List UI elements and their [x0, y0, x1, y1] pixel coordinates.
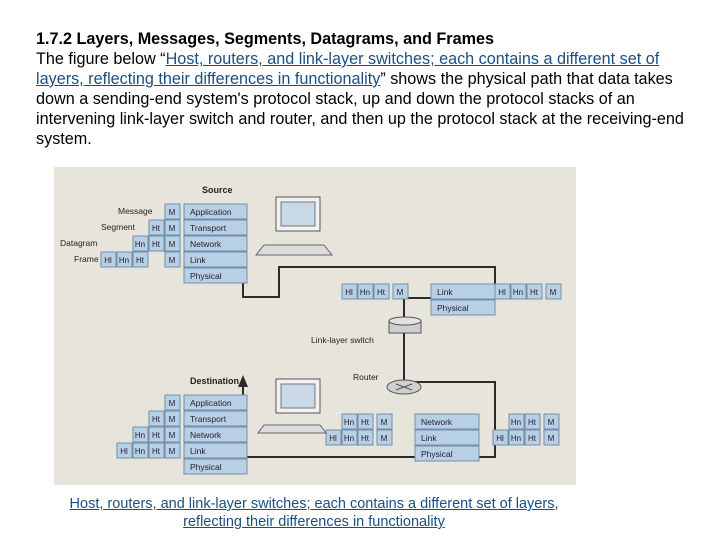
source-dg-msg: M	[169, 240, 176, 249]
figure-caption-link[interactable]: Host, routers, and link-layer switches; …	[58, 495, 570, 531]
source-dg-hn: Hn	[135, 240, 145, 249]
unit-label-datagram: Datagram	[60, 238, 97, 248]
destination-computer-icon	[258, 379, 326, 433]
source-layer-physical: Physical	[190, 271, 222, 281]
intro-text-start: The figure below “	[36, 50, 166, 68]
source-layer-application: Application	[190, 207, 232, 217]
router-l-fr-hn: Hn	[344, 434, 354, 443]
router-layer-network: Network	[421, 417, 453, 427]
dest-layer-network: Network	[190, 430, 222, 440]
switch-icon	[389, 317, 421, 333]
dest-dg-msg: M	[169, 431, 176, 440]
router-l-dg-msg: M	[381, 418, 388, 427]
router-layer-physical: Physical	[421, 449, 453, 459]
dest-layer-link: Link	[190, 446, 206, 456]
source-seg-ht: Ht	[152, 224, 161, 233]
switch-left-hl: Hl	[345, 288, 353, 297]
router-stack: Network Link Physical	[415, 414, 479, 461]
switch-label: Link-layer switch	[311, 335, 374, 345]
source-fr-msg: M	[169, 256, 176, 265]
source-dg-ht: Ht	[152, 240, 161, 249]
switch-left-msg: M	[397, 288, 404, 297]
switch-right-ht: Ht	[530, 288, 539, 297]
switch-right-hl: Hl	[498, 288, 506, 297]
switch-layer-link: Link	[437, 287, 453, 297]
dest-dg-hn: Hn	[135, 431, 145, 440]
source-stack: Application Transport Network Link Physi…	[184, 204, 247, 283]
network-layers-figure: Source Application Transport Network Lin…	[54, 167, 576, 485]
dest-msg-header: M	[169, 399, 176, 408]
unit-label-segment: Segment	[101, 222, 136, 232]
router-l-fr-msg: M	[381, 434, 388, 443]
switch-right-msg: M	[550, 288, 557, 297]
router-r-fr-hn: Hn	[511, 434, 521, 443]
source-title: Source	[202, 185, 233, 195]
router-r-fr-ht: Ht	[528, 434, 537, 443]
dest-seg-ht: Ht	[152, 415, 161, 424]
switch-right-hn: Hn	[513, 288, 523, 297]
dest-fr-hl: Hl	[120, 447, 128, 456]
router-r-dg-hn: Hn	[511, 418, 521, 427]
source-fr-ht: Ht	[136, 256, 145, 265]
switch-left-hn: Hn	[360, 288, 370, 297]
router-r-fr-msg: M	[548, 434, 555, 443]
source-layer-link: Link	[190, 255, 206, 265]
switch-stack: Link Physical	[431, 284, 495, 315]
dest-seg-msg: M	[169, 415, 176, 424]
source-msg-header: M	[169, 208, 176, 217]
source-layer-transport: Transport	[190, 223, 227, 233]
source-layer-network: Network	[190, 239, 222, 249]
dest-layer-physical: Physical	[190, 462, 222, 472]
destination-stack: Application Transport Network Link Physi…	[184, 395, 247, 474]
unit-label-message: Message	[118, 206, 153, 216]
router-l-fr-ht: Ht	[361, 434, 370, 443]
unit-label-frame: Frame	[74, 254, 99, 264]
router-r-fr-hl: Hl	[496, 434, 504, 443]
dest-dg-ht: Ht	[152, 431, 161, 440]
dest-fr-msg: M	[169, 447, 176, 456]
router-r-dg-ht: Ht	[528, 418, 537, 427]
section-heading: 1.7.2 Layers, Messages, Segments, Datagr…	[36, 29, 696, 49]
router-l-fr-hl: Hl	[329, 434, 337, 443]
source-fr-hn: Hn	[119, 256, 129, 265]
source-seg-msg: M	[169, 224, 176, 233]
source-fr-hl: Hl	[104, 256, 112, 265]
router-l-dg-hn: Hn	[344, 418, 354, 427]
body-text: 1.7.2 Layers, Messages, Segments, Datagr…	[36, 29, 696, 149]
dest-fr-ht: Ht	[152, 447, 161, 456]
router-label: Router	[353, 372, 379, 382]
dest-layer-transport: Transport	[190, 414, 227, 424]
source-computer-icon	[256, 197, 332, 255]
router-r-dg-msg: M	[548, 418, 555, 427]
router-layer-link: Link	[421, 433, 437, 443]
router-l-dg-ht: Ht	[361, 418, 370, 427]
path-arrow-icon	[238, 375, 248, 387]
destination-title: Destination	[190, 376, 239, 386]
dest-layer-application: Application	[190, 398, 232, 408]
switch-layer-physical: Physical	[437, 303, 469, 313]
router-icon	[387, 380, 421, 394]
dest-fr-hn: Hn	[135, 447, 145, 456]
switch-left-ht: Ht	[377, 288, 386, 297]
